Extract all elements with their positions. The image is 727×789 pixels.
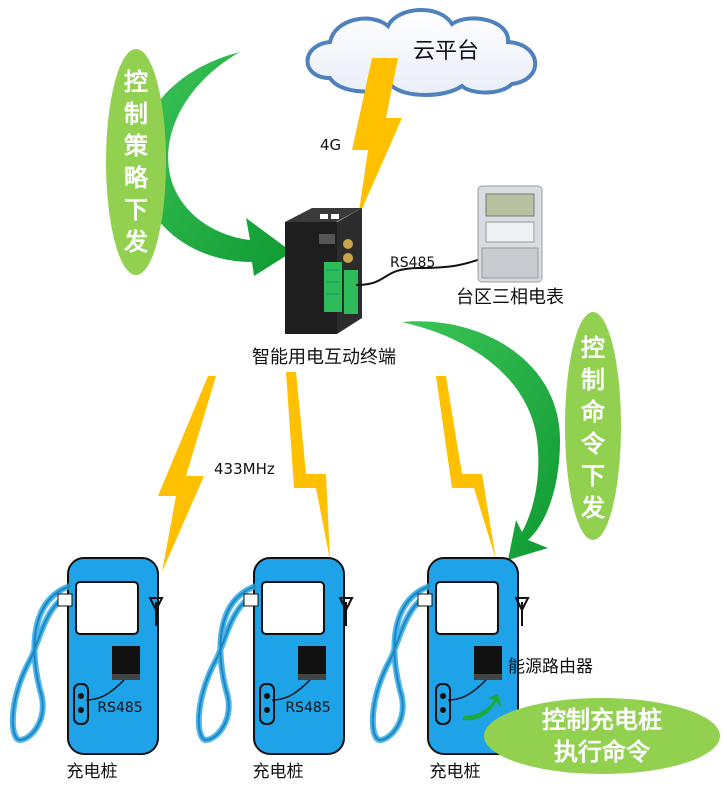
command-char: 下 — [581, 462, 605, 490]
interactive-terminal-device — [285, 208, 362, 334]
uplink-label: 4G — [320, 136, 341, 154]
policy-char: 控 — [124, 68, 148, 96]
charger-1 — [9, 557, 164, 755]
radio-bolt-middle — [286, 372, 330, 560]
policy-char: 下 — [124, 196, 148, 224]
charger-3 — [369, 557, 530, 755]
policy-char: 制 — [124, 100, 148, 128]
execute-line-1: 控制充电桩 — [542, 706, 662, 734]
command-char: 制 — [581, 366, 605, 394]
router-label: 能源路由器 — [508, 657, 593, 677]
command-char: 令 — [581, 430, 606, 458]
charger-2-label: 充电桩 — [253, 762, 304, 782]
execute-bubble: 控制充电桩 执行命令 — [484, 698, 720, 774]
radio-bolt-right — [436, 376, 496, 560]
cloud-platform: 云平台 — [305, 8, 538, 97]
execute-arrow-icon — [462, 694, 502, 721]
command-arrow — [402, 321, 560, 560]
charger-1-label: 充电桩 — [67, 762, 118, 782]
charger-2 — [195, 557, 354, 755]
radio-bolt-left — [158, 376, 216, 572]
three-phase-meter — [477, 185, 543, 283]
charger-1-port: RS485 — [97, 700, 142, 716]
terminal-label: 智能用电互动终端 — [252, 347, 396, 368]
command-char: 控 — [581, 334, 605, 362]
cloud-label: 云平台 — [413, 39, 479, 64]
meter-link-label: RS485 — [390, 255, 435, 271]
uplink-bolt — [352, 58, 402, 218]
meter-cable — [355, 257, 485, 286]
policy-char: 略 — [124, 164, 149, 192]
command-char: 命 — [581, 398, 606, 426]
charger-3-label: 充电桩 — [430, 762, 481, 782]
radio-label: 433MHz — [214, 460, 275, 478]
meter-label: 台区三相电表 — [456, 287, 564, 308]
execute-line-2: 执行命令 — [554, 738, 651, 766]
policy-arrow — [138, 52, 292, 276]
policy-char: 发 — [123, 228, 148, 256]
policy-char: 策 — [124, 132, 149, 160]
charger-2-port: RS485 — [285, 700, 330, 716]
policy-bubble: 控 制 策 略 下 发 — [106, 49, 166, 275]
command-bubble: 控 制 命 令 下 发 — [565, 312, 621, 540]
command-char: 发 — [580, 494, 605, 522]
